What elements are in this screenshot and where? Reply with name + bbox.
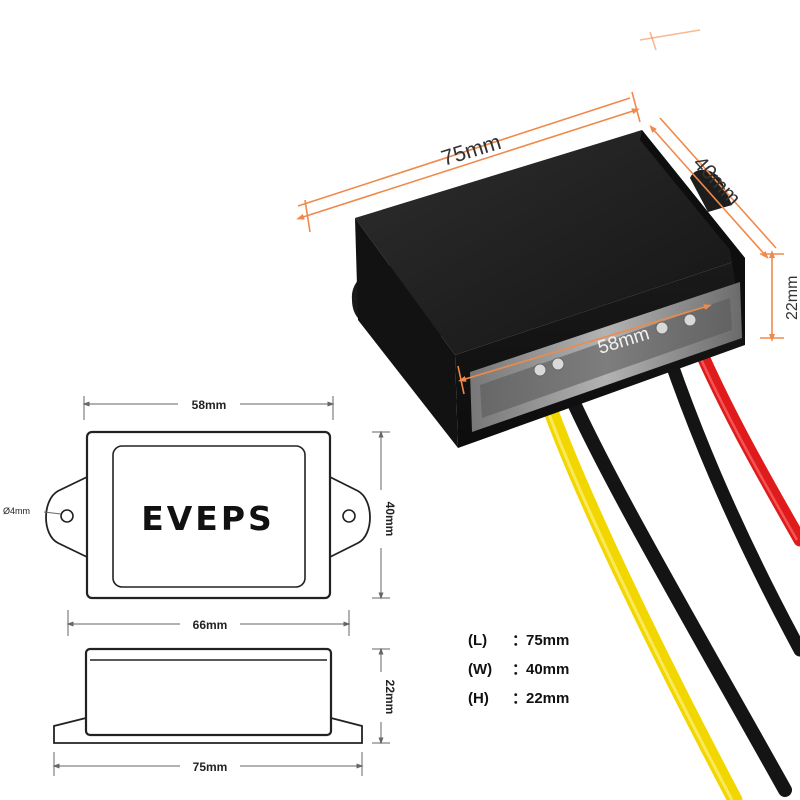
right-ear bbox=[329, 476, 371, 558]
side-view-length-label: 75mm bbox=[193, 760, 228, 774]
wire-terminal-4 bbox=[683, 313, 697, 327]
hole-diameter-label: Ø4mm bbox=[3, 506, 30, 516]
side-view-drawing bbox=[53, 647, 363, 744]
wire-terminal-1 bbox=[533, 363, 547, 377]
front-view-inner-width-label: 58mm bbox=[192, 398, 227, 412]
wire-black-1 bbox=[551, 359, 792, 797]
spec-separator: ： bbox=[512, 690, 528, 707]
side-view-flange bbox=[53, 717, 363, 744]
render-height-label: 22mm bbox=[784, 276, 800, 320]
wire-terminal-3 bbox=[655, 321, 669, 335]
product-render bbox=[351, 130, 800, 800]
spec-value: 40mm bbox=[526, 661, 570, 678]
left-ear-hole bbox=[60, 509, 74, 523]
housing-left-face bbox=[355, 218, 458, 448]
spec-separator: ： bbox=[512, 632, 528, 649]
front-view-height-label: 40mm bbox=[383, 502, 397, 537]
spec-key: (L) bbox=[468, 632, 488, 649]
spec-row-length: (L) ：75mm bbox=[468, 626, 569, 655]
spec-separator: ： bbox=[512, 661, 528, 678]
spec-key: (H) bbox=[468, 690, 489, 707]
spec-value: 75mm bbox=[526, 632, 570, 649]
dimension-spec-list: (L)：75mm (W)：40mm (H)：22mm bbox=[468, 626, 569, 713]
right-ear-hole bbox=[342, 509, 356, 523]
side-view-dimensions bbox=[52, 647, 390, 776]
render-dimensions bbox=[296, 29, 784, 395]
side-view-height-label: 22mm bbox=[383, 680, 397, 715]
render-length-label: 75mm bbox=[438, 129, 504, 171]
spec-row-width: (W) ：40mm bbox=[468, 655, 569, 684]
housing-top-face bbox=[355, 130, 745, 355]
front-view-dimensions bbox=[43, 396, 390, 636]
brand-logo: EVEPS bbox=[141, 499, 275, 538]
wire-terminal-2 bbox=[551, 357, 565, 371]
front-view-flange-width-label: 66mm bbox=[193, 618, 228, 632]
front-view-drawing bbox=[45, 430, 371, 600]
front-view-label-area bbox=[112, 445, 306, 588]
side-view-body bbox=[84, 647, 333, 737]
spec-value: 22mm bbox=[526, 690, 570, 707]
left-ear bbox=[45, 476, 88, 558]
spec-row-height: (H) ：22mm bbox=[468, 684, 569, 713]
spec-key: (W) bbox=[468, 661, 493, 678]
front-view-body bbox=[85, 430, 332, 600]
